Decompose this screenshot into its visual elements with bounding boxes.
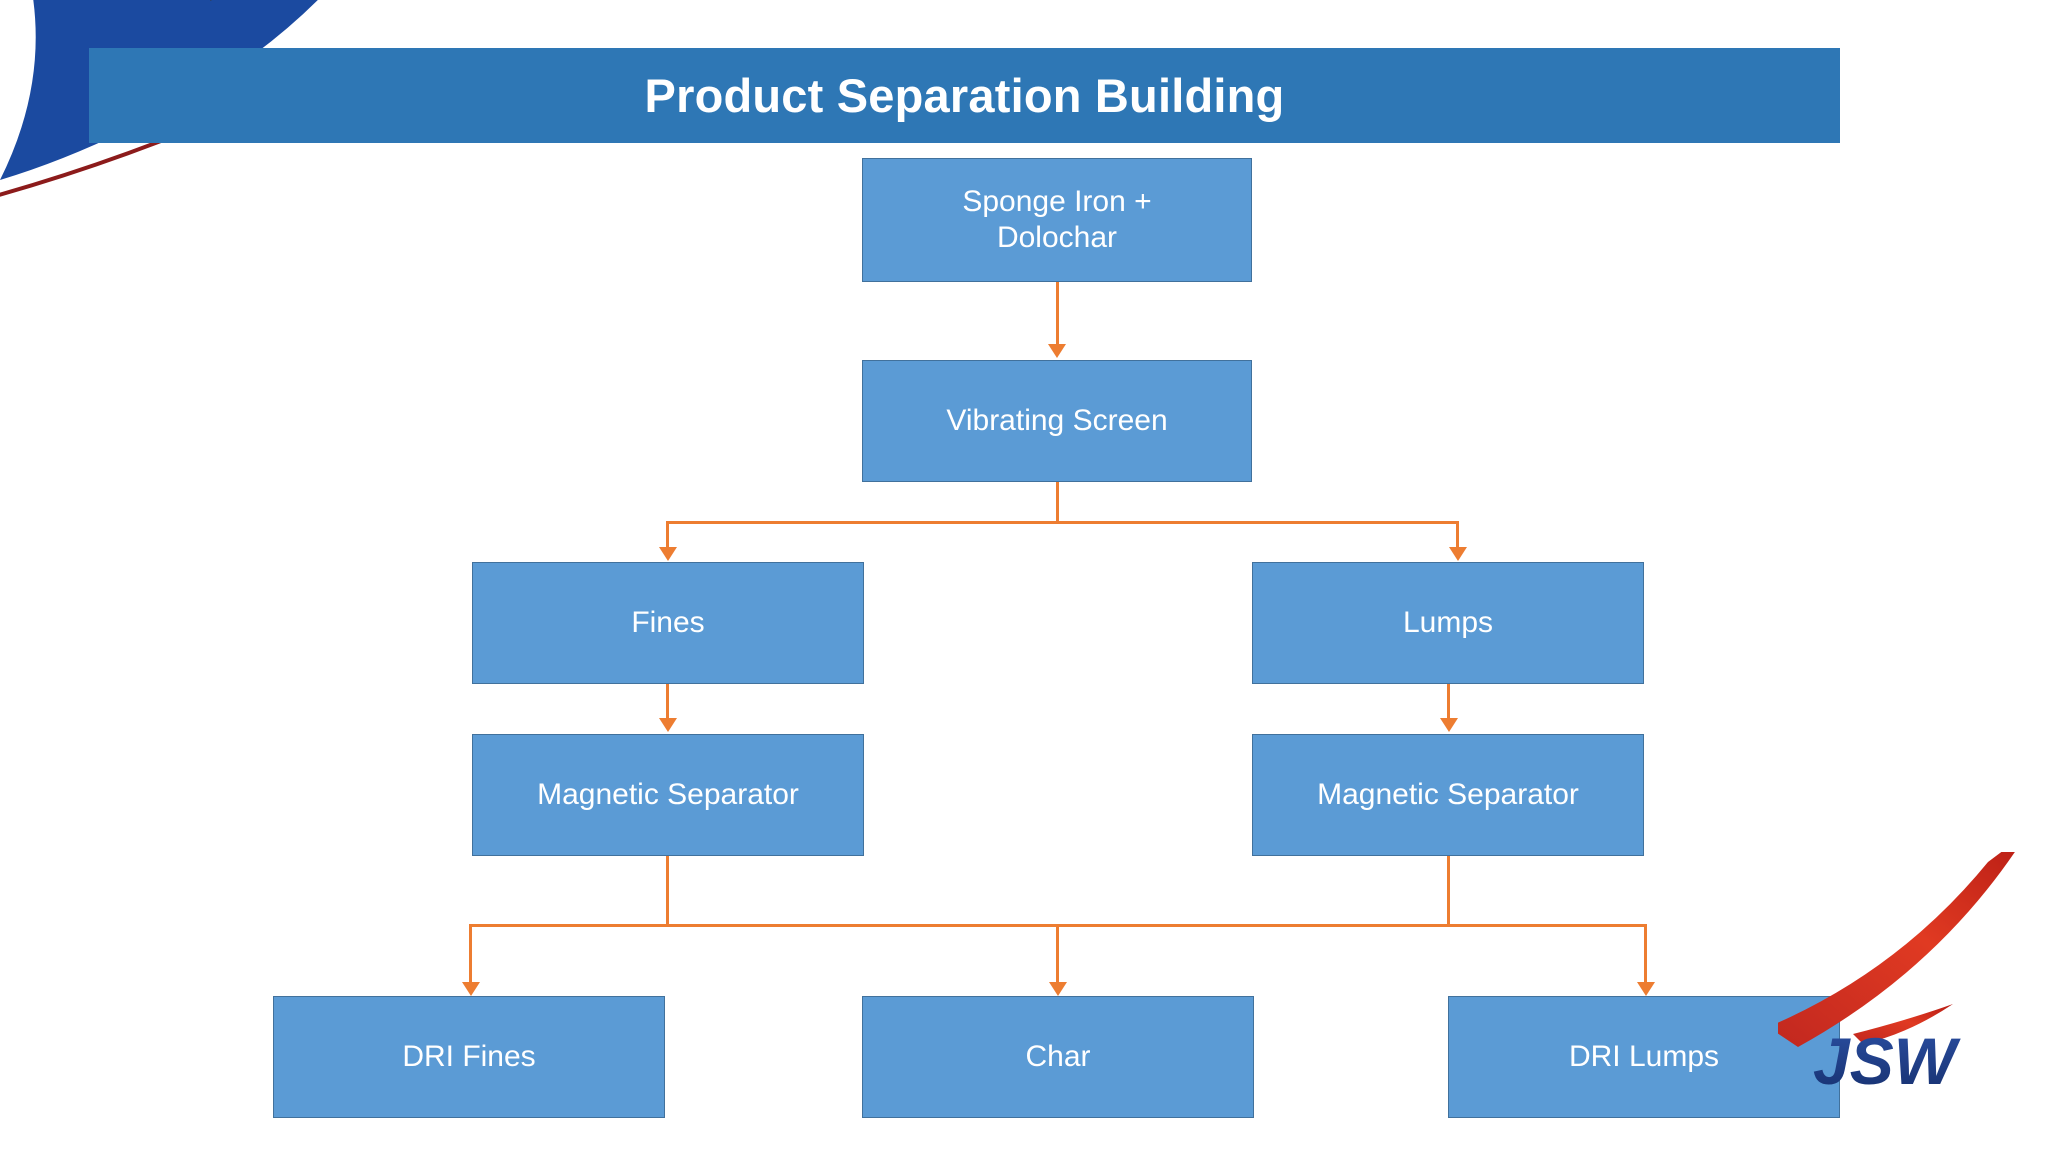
node-label: Fines <box>631 606 705 639</box>
node-label: Sponge Iron + Dolochar <box>962 184 1151 256</box>
node-label: Vibrating Screen <box>946 404 1168 437</box>
arrowhead-to-fines <box>659 547 677 561</box>
arrowhead-sponge-to-screen <box>1048 344 1066 358</box>
title-banner: Product Separation Building <box>89 48 1840 143</box>
connector-magsep-left-stem <box>666 856 669 926</box>
connector-fines-to-magsep-left <box>666 684 669 718</box>
node-sponge-iron-dolochar[interactable]: Sponge Iron + Dolochar <box>862 158 1252 282</box>
node-label: DRI Fines <box>402 1040 536 1073</box>
arrowhead-lumps-to-magsep-right <box>1440 718 1458 732</box>
node-label: Lumps <box>1402 606 1494 639</box>
arrowhead-to-dri-lumps <box>1637 982 1655 996</box>
node-char[interactable]: Char <box>862 996 1254 1118</box>
node-magnetic-separator-left[interactable]: Magnetic Separator <box>472 734 864 856</box>
node-label-line2: Dolochar <box>996 221 1118 254</box>
node-vibrating-screen[interactable]: Vibrating Screen <box>862 360 1252 482</box>
arrowhead-fines-to-magsep-left <box>659 718 677 732</box>
connector-bus-to-dri-lumps <box>1644 924 1647 982</box>
node-label: Magnetic Separator <box>537 778 799 811</box>
arrowhead-to-char <box>1049 982 1067 996</box>
node-dri-fines[interactable]: DRI Fines <box>273 996 665 1118</box>
connector-bus-to-dri-fines <box>469 924 472 982</box>
connector-screen-split-bus <box>666 521 1459 524</box>
node-label-line1: Sponge Iron + <box>962 185 1152 218</box>
node-dri-lumps[interactable]: DRI Lumps <box>1448 996 1840 1118</box>
red-swoosh-small <box>1853 1004 1953 1044</box>
arrowhead-to-dri-fines <box>462 982 480 996</box>
connector-sponge-to-screen <box>1056 282 1059 344</box>
arrowhead-to-lumps <box>1449 547 1467 561</box>
connector-bus-to-char <box>1056 924 1059 982</box>
node-magnetic-separator-right[interactable]: Magnetic Separator <box>1252 734 1644 856</box>
connector-lumps-to-magsep-right <box>1447 684 1450 718</box>
node-lumps[interactable]: Lumps <box>1252 562 1644 684</box>
node-label: Magnetic Separator <box>1317 778 1579 811</box>
node-label: Char <box>1025 1040 1091 1073</box>
connector-screen-stem <box>1056 482 1059 524</box>
connector-bus-to-fines <box>666 521 669 547</box>
node-label: DRI Lumps <box>1568 1040 1720 1073</box>
connector-bus-to-lumps <box>1456 521 1459 547</box>
node-fines[interactable]: Fines <box>472 562 864 684</box>
connector-magsep-right-stem <box>1447 856 1450 926</box>
page-title: Product Separation Building <box>644 69 1285 122</box>
